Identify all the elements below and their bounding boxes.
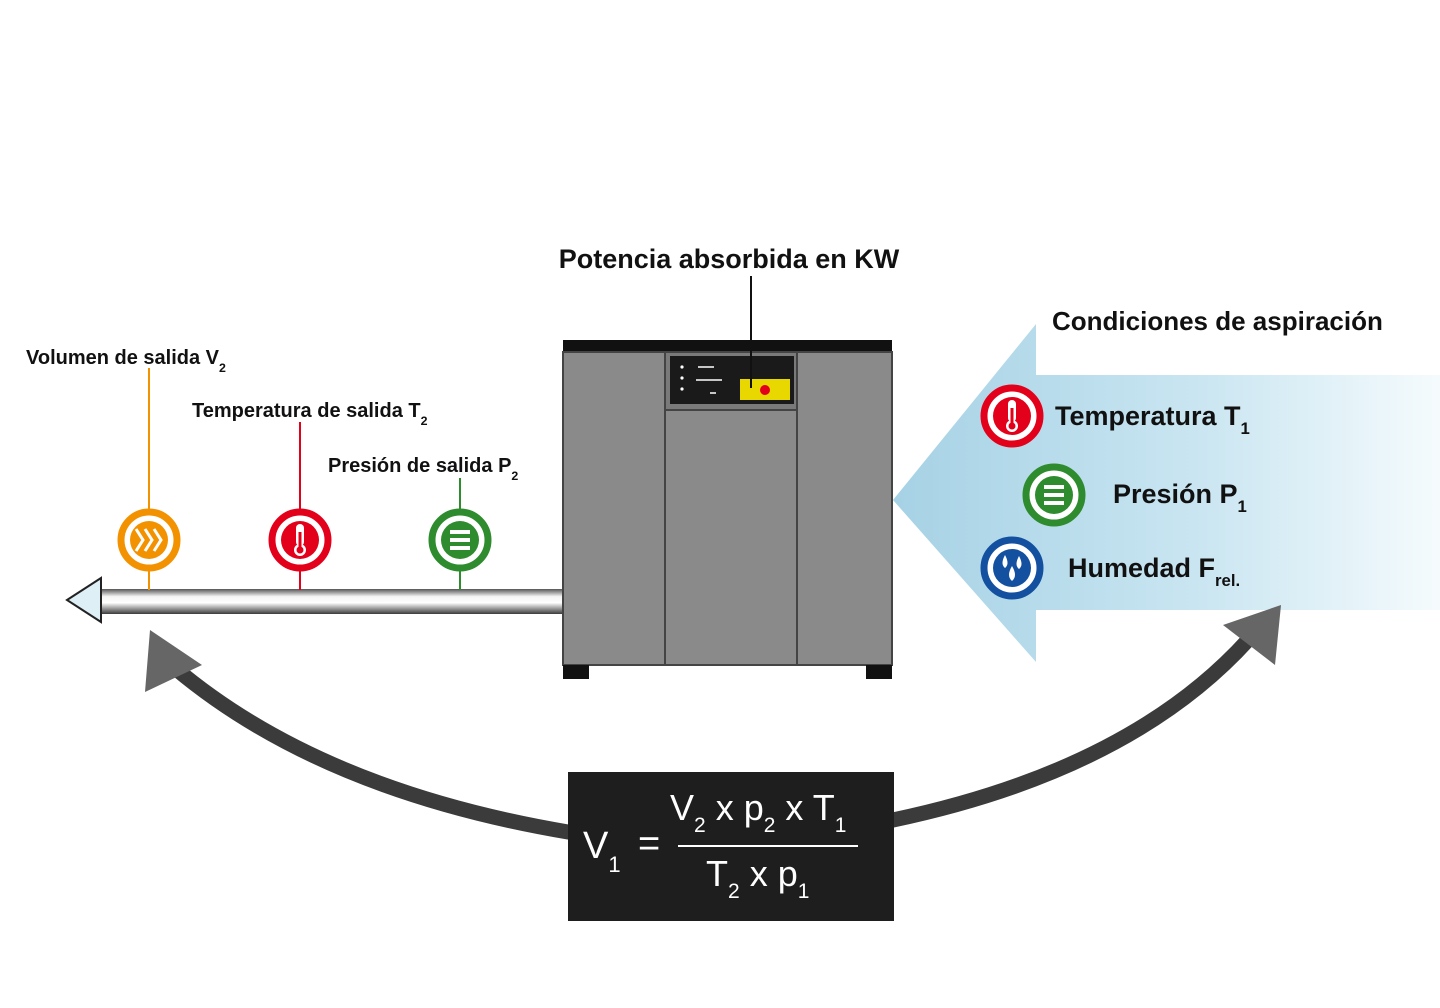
formula-lhs: V1	[583, 825, 621, 877]
formula-denominator: T2 x p1	[706, 853, 809, 903]
pressure-bars-icon	[428, 508, 492, 572]
pressure-bars-icon	[1022, 463, 1086, 527]
control-panel	[670, 356, 794, 404]
formula-equals: =	[638, 823, 660, 865]
pipe-arrow-head	[65, 576, 102, 624]
curved-arrow-right-head	[1223, 605, 1281, 665]
intake-humidity-label: Humedad Frel.	[1068, 553, 1240, 590]
outlet-volume-label: Volumen de salida V2	[26, 347, 226, 375]
formula-numerator: V2 x p2 x T1	[670, 787, 846, 837]
curved-arrow-left	[167, 660, 576, 840]
thermometer-icon	[268, 508, 332, 572]
intake-pressure-label: Presión P1	[1113, 479, 1247, 516]
thermometer-icon	[980, 384, 1044, 448]
intake-temperature-label: Temperatura T1	[1055, 401, 1250, 438]
intake-title: Condiciones de aspiración	[1052, 306, 1383, 336]
outlet-pressure-label: Presión de salida P2	[328, 455, 518, 483]
formula-box: V1 = V2 x p2 x T1 T2 x p1	[568, 772, 894, 921]
curved-arrow-left-head	[145, 630, 202, 692]
outlet-pipe	[100, 589, 566, 614]
compressor-unit	[562, 340, 893, 679]
curved-arrow-right	[885, 632, 1256, 828]
water-drops-icon	[980, 536, 1044, 600]
outlet-temperature-label: Temperatura de salida T2	[192, 400, 428, 428]
flow-chevrons-icon	[117, 508, 181, 572]
power-label: Potencia absorbida en KW	[559, 244, 900, 274]
